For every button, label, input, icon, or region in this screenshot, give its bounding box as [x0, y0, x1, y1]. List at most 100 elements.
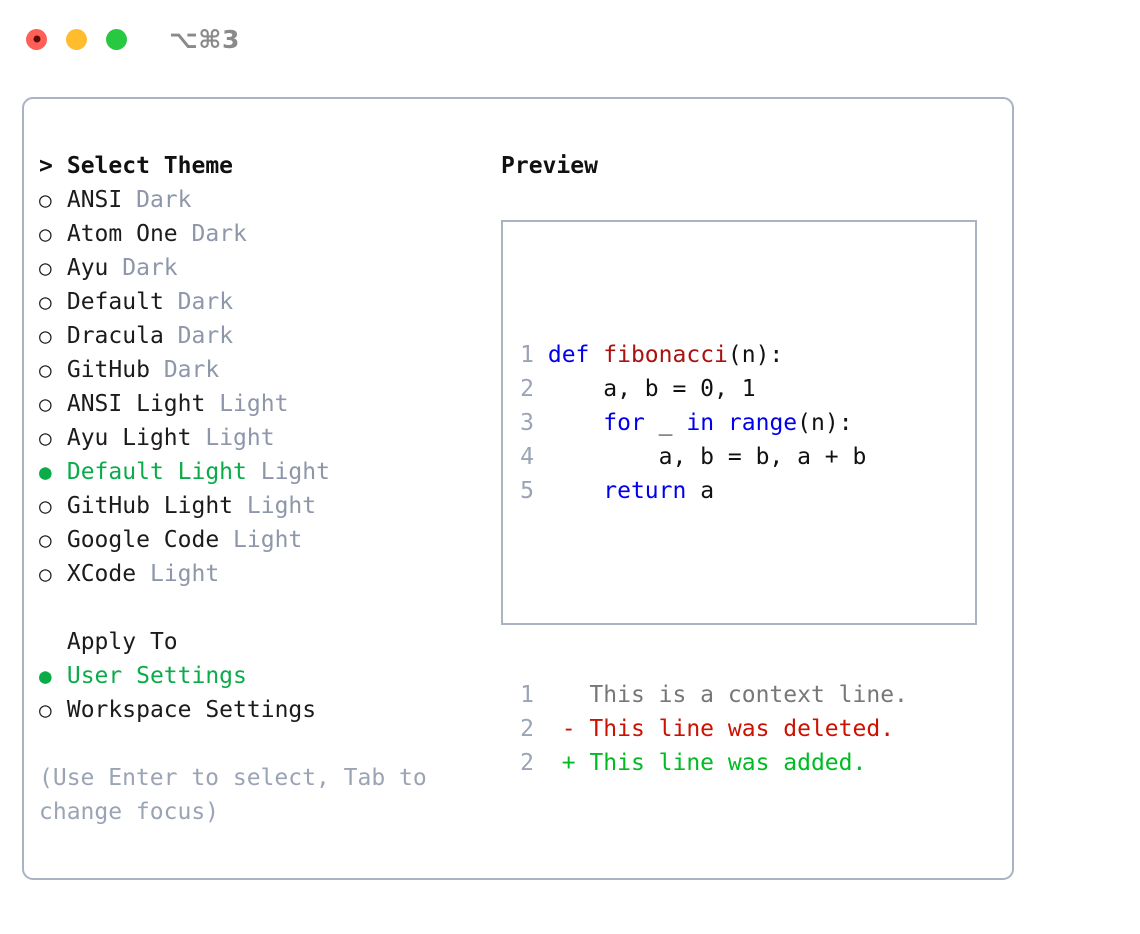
radio-unselected-icon[interactable]: ○: [39, 358, 52, 382]
code-token: return: [603, 478, 687, 504]
radio-unselected-icon[interactable]: ○: [39, 562, 52, 586]
theme-variant-tag: Light: [219, 391, 289, 417]
minimize-window-button[interactable]: [66, 28, 87, 50]
line-number: 2: [520, 750, 534, 776]
radio-unselected-icon[interactable]: ○: [39, 392, 52, 416]
preview-pane: Preview 1 def fibonacci(n):2 a, b = 0, 1…: [501, 149, 1001, 776]
keyboard-shortcut-label: ⌥⌘3: [169, 24, 240, 54]
apply-to-list: ● User Settings○ Workspace Settings: [39, 659, 479, 727]
theme-list-item[interactable]: ● Default Light Light: [39, 455, 479, 489]
diff-line: 2 + This line was added.: [520, 746, 908, 780]
theme-variant-tag: Dark: [122, 255, 178, 281]
code-token: def: [547, 342, 590, 368]
theme-variant-tag: Light: [233, 527, 303, 553]
theme-name-label: XCode: [66, 561, 137, 587]
theme-list-item[interactable]: ○ Ayu Light Light: [39, 421, 479, 455]
theme-list-item[interactable]: ○ ANSI Dark: [39, 183, 479, 217]
line-number: 4: [520, 444, 534, 470]
theme-name-label: GitHub Light: [66, 493, 234, 519]
theme-list-item[interactable]: ○ GitHub Light Light: [39, 489, 479, 523]
line-number: 1: [520, 342, 534, 368]
apply-to-item[interactable]: ● User Settings: [39, 659, 479, 693]
code-token: [548, 478, 603, 504]
theme-name-label: GitHub: [66, 357, 150, 383]
code-line: 4 a, b = b, a + b: [520, 440, 908, 474]
select-theme-heading: > Select Theme: [39, 149, 479, 183]
line-number: 2: [520, 716, 534, 742]
code-token: _: [644, 410, 687, 436]
theme-list-item[interactable]: ○ ANSI Light Light: [39, 387, 479, 421]
apply-to-item[interactable]: ○ Workspace Settings: [39, 693, 479, 727]
theme-list-item[interactable]: ○ Default Dark: [39, 285, 479, 319]
diff-sample: 1 This is a context line. 2 - This line w…: [520, 678, 908, 780]
radio-unselected-icon[interactable]: ○: [39, 698, 52, 722]
code-diff-gap: [520, 576, 908, 610]
theme-list-item[interactable]: ○ Atom One Dark: [39, 217, 479, 251]
line-number: 1: [520, 682, 534, 708]
apply-to-indent: [39, 625, 53, 659]
theme-variant-tag: Dark: [163, 357, 220, 383]
theme-list: ○ ANSI Dark○ Atom One Dark○ Ayu Dark○ De…: [39, 183, 479, 591]
heading-caret-icon: >: [39, 153, 53, 179]
apply-to-heading-label: Apply To: [66, 629, 178, 655]
select-theme-heading-label: Select Theme: [66, 153, 234, 179]
theme-list-item[interactable]: ○ XCode Light: [39, 557, 479, 591]
apply-to-label: User Settings: [66, 663, 247, 689]
radio-unselected-icon[interactable]: ○: [39, 290, 52, 314]
code-token: (n):: [797, 410, 853, 436]
theme-variant-tag: Dark: [136, 187, 192, 213]
radio-unselected-icon[interactable]: ○: [39, 426, 52, 450]
radio-selected-icon[interactable]: ●: [39, 460, 52, 484]
theme-variant-tag: Light: [246, 493, 317, 519]
theme-list-item[interactable]: ○ Dracula Dark: [39, 319, 479, 353]
theme-name-label: ANSI: [66, 187, 123, 213]
title-bar: ⌥⌘3: [0, 0, 1140, 78]
apply-to-label: Workspace Settings: [66, 697, 317, 723]
theme-name-label: Google Code: [66, 527, 220, 553]
code-line: 2 a, b = 0, 1: [520, 372, 908, 406]
code-token: a, b = 0, 1: [547, 376, 756, 402]
theme-name-label: Dracula: [66, 323, 164, 349]
code-token: [714, 410, 728, 436]
theme-list-item[interactable]: ○ Ayu Dark: [39, 251, 479, 285]
list-spacer: [39, 591, 479, 625]
theme-list-item[interactable]: ○ Google Code Light: [39, 523, 479, 557]
code-line: 3 for _ in range(n):: [520, 406, 908, 440]
radio-unselected-icon[interactable]: ○: [39, 256, 52, 280]
theme-variant-tag: Dark: [191, 221, 247, 247]
diff-text: This is a context line.: [589, 682, 908, 708]
radio-selected-icon[interactable]: ●: [39, 664, 52, 688]
theme-variant-tag: Dark: [177, 323, 234, 349]
code-token: fibonacci: [603, 342, 728, 368]
code-line: 1 def fibonacci(n):: [520, 338, 908, 372]
theme-variant-tag: Light: [149, 561, 220, 587]
line-number: 5: [520, 478, 534, 504]
code-token: [548, 410, 603, 436]
keyboard-hint-text: (Use Enter to select, Tab to change focu…: [39, 765, 441, 825]
code-token: in: [686, 410, 715, 436]
theme-variant-tag: Light: [205, 425, 275, 451]
radio-unselected-icon[interactable]: ○: [39, 528, 52, 552]
theme-picker-card: > Select Theme ○ ANSI Dark○ Atom One Dar…: [22, 97, 1014, 880]
preview-title: Preview: [501, 153, 598, 179]
theme-name-label: ANSI Light: [66, 391, 206, 417]
close-window-button[interactable]: [26, 28, 47, 50]
maximize-window-button[interactable]: [106, 28, 127, 50]
theme-list-item[interactable]: ○ GitHub Dark: [39, 353, 479, 387]
theme-variant-tag: Dark: [177, 289, 234, 315]
code-token: (n):: [727, 342, 784, 368]
theme-name-label: Ayu Light: [66, 425, 192, 451]
radio-unselected-icon[interactable]: ○: [39, 324, 52, 348]
code-line: 5 return a: [520, 474, 908, 508]
code-token: for: [603, 410, 645, 436]
radio-unselected-icon[interactable]: ○: [39, 494, 52, 518]
radio-unselected-icon[interactable]: ○: [39, 188, 52, 212]
diff-text: This line was added.: [589, 750, 867, 776]
radio-unselected-icon[interactable]: ○: [39, 222, 52, 246]
line-number: 2: [520, 376, 534, 402]
diff-marker: -: [561, 716, 590, 742]
theme-name-label: Default Light: [66, 459, 247, 485]
